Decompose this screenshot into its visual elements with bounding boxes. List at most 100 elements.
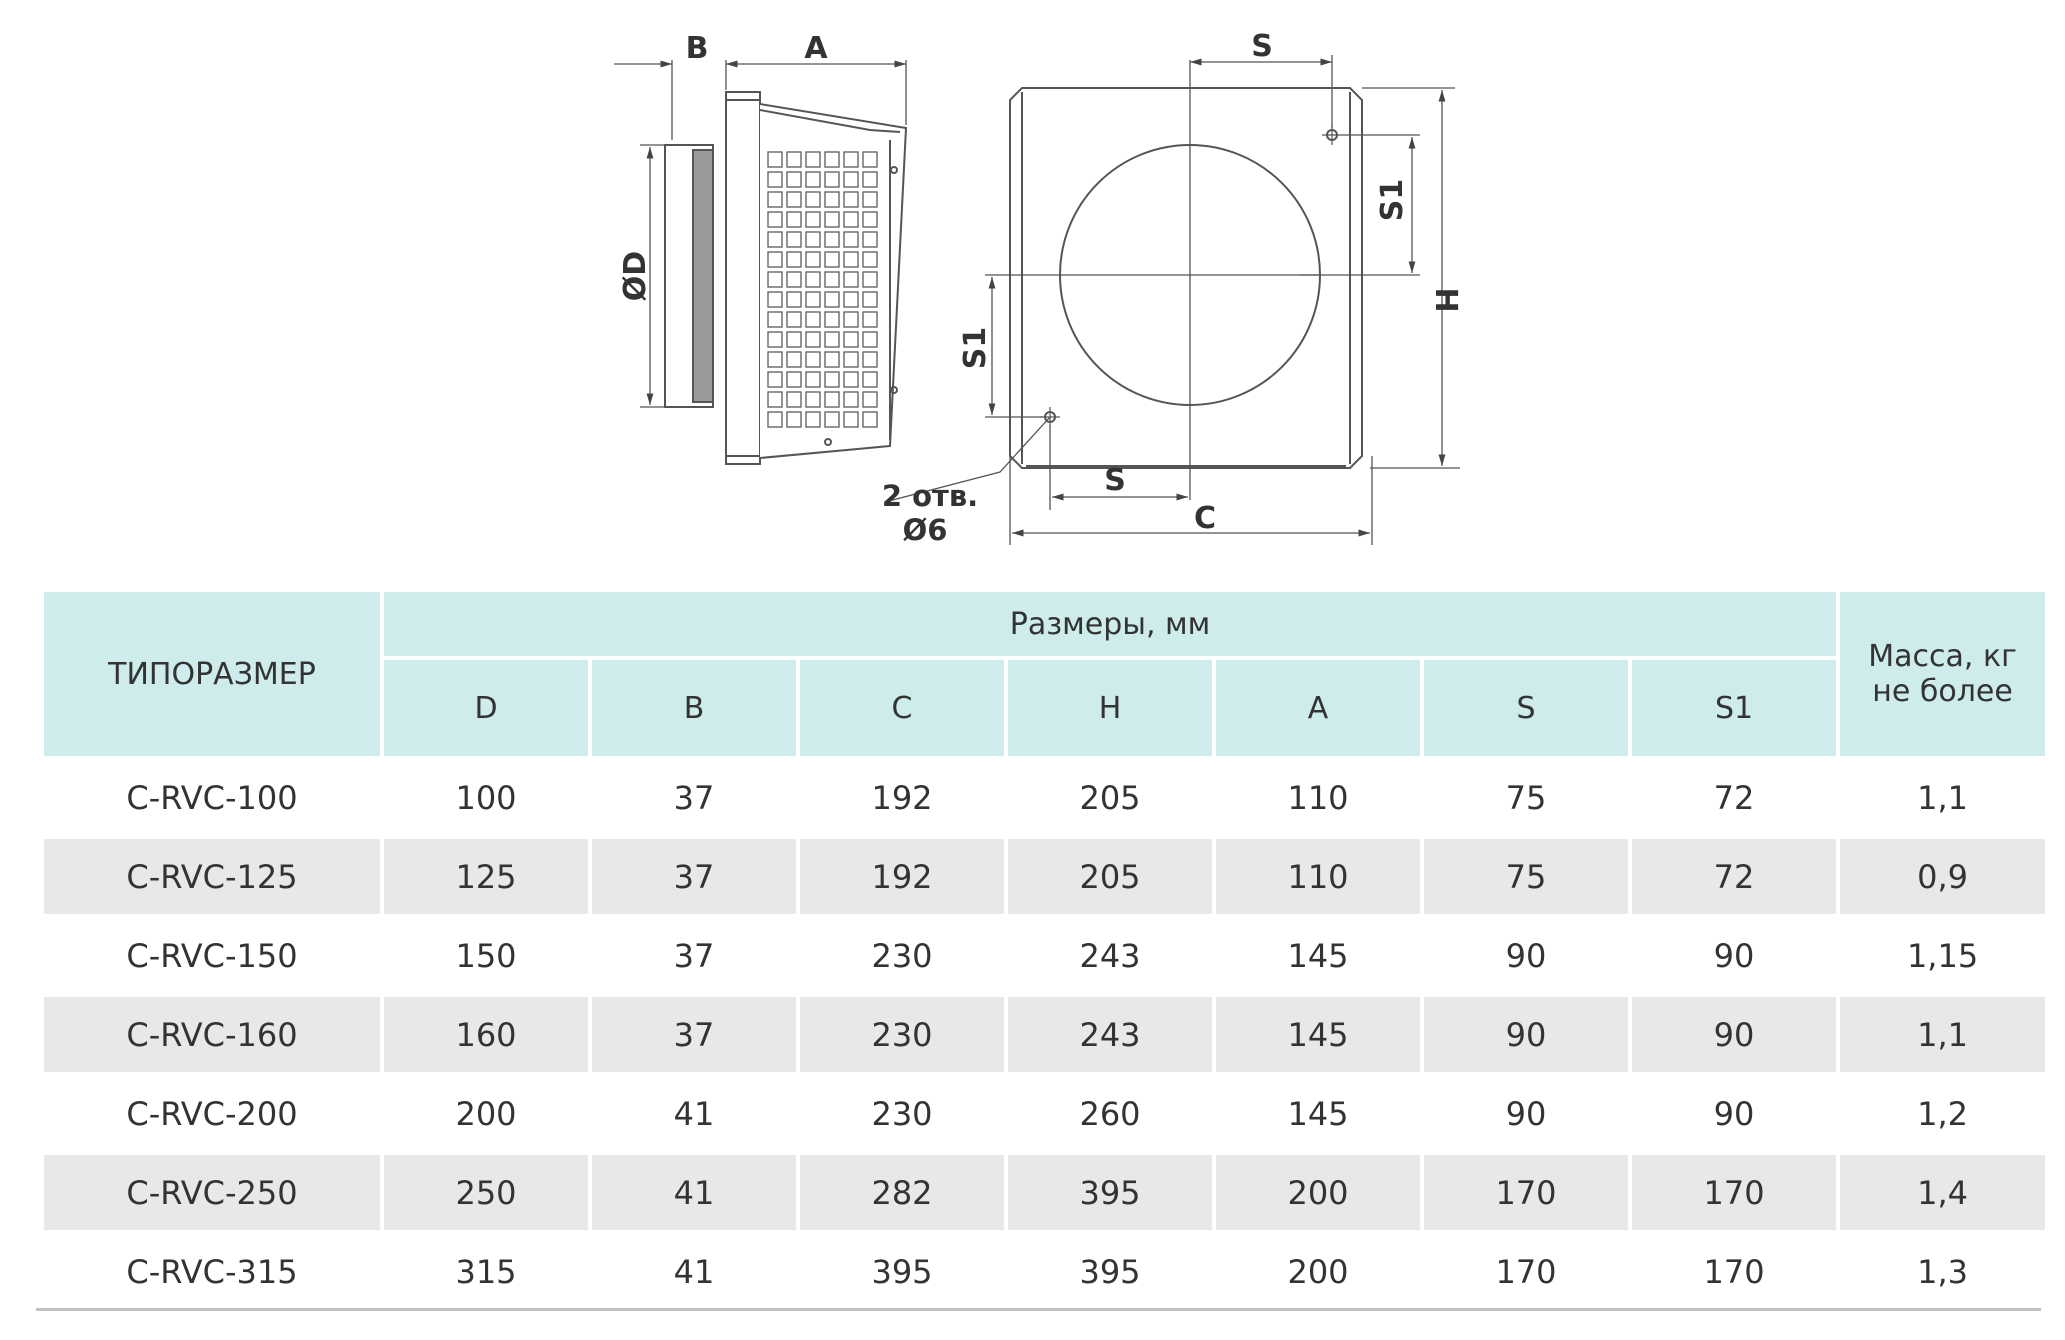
grille-cell [843,251,859,268]
cell-s1: 170 [1632,1155,1837,1230]
cell-d: 250 [384,1155,588,1230]
front-view [985,60,1363,500]
cell-s: 90 [1424,997,1628,1072]
cell-a: 200 [1287,1252,1349,1291]
header-mass-line2: не более [1872,674,2013,709]
grille-cell [767,151,783,168]
grille-cell [862,311,878,328]
technical-drawing: B A ØD S S1 H S1 S C 2 отв. Ø6 [614,29,1463,547]
grille-cell [767,191,783,208]
dimension-labels: B A ØD S S1 H S1 S C 2 отв. Ø6 [618,29,1463,547]
cell-c: 282 [800,1155,1004,1230]
grille-cell [786,331,802,348]
grille-cell [843,351,859,368]
cell-s1: 90 [1713,936,1755,975]
label-s1-right: S1 [1375,179,1410,221]
header-col-d: D [384,660,588,756]
cell-mass: 1,1 [1840,997,2046,1072]
grille-cell [805,411,821,428]
grille-cell [805,151,821,168]
grille-cell [843,151,859,168]
header-model: ТИПОРАЗМЕР [44,592,380,756]
label-a: A [804,31,828,66]
front-dimensions [884,55,1460,545]
cell-mass: 1,1 [1917,778,1968,817]
grille-cell [843,391,859,408]
cell-b: 41 [673,1252,715,1291]
cell-c: 395 [871,1252,933,1291]
cell-mass: 0,9 [1840,839,2046,914]
header-col-c: C [800,660,1004,756]
cell-a: 110 [1216,839,1420,914]
grille-cell [786,291,802,308]
cell-s1: 90 [1713,1094,1755,1133]
cell-a: 145 [1287,936,1349,975]
grille-cell [862,411,878,428]
grille-cell [805,311,821,328]
grille-cell [862,291,878,308]
cell-c: 230 [871,936,933,975]
cell-s: 90 [1505,1094,1547,1133]
grille-cell [786,171,802,188]
header-col-b: B [592,660,796,756]
side-dimensions [614,60,907,408]
grille-cell [786,391,802,408]
grille-cell [862,171,878,188]
cell-h: 395 [1079,1252,1141,1291]
cell-s: 170 [1424,1155,1628,1230]
cell-d: 125 [384,839,588,914]
cell-d: 100 [455,778,517,817]
grille-cell [805,351,821,368]
grille-cell [805,171,821,188]
grille-cell [862,371,878,388]
grille-cell [767,251,783,268]
header-col-s: S [1424,660,1628,756]
cell-a: 200 [1216,1155,1420,1230]
label-holes-count: 2 отв. [882,479,978,513]
grille-cell [862,211,878,228]
cell-b: 41 [673,1094,715,1133]
grille-cell [786,371,802,388]
grille-cell [862,351,878,368]
spec-table: ТИПОРАЗМЕР Размеры, мм Масса, кг не боле… [40,588,2049,1313]
grille-cell [767,311,783,328]
grille-cell [862,191,878,208]
grille-cell [843,271,859,288]
grille-cell [824,411,840,428]
grille-cell [786,251,802,268]
cell-model: C-RVC-200 [126,1094,298,1133]
grille-cell [805,191,821,208]
grille-cell [843,231,859,248]
cell-s1: 72 [1632,839,1837,914]
cell-b: 37 [673,778,715,817]
header-mass-line1: Масса, кг [1868,639,2017,674]
label-s-bottom: S [1104,463,1126,498]
label-s-top: S [1251,29,1273,64]
grille-cell [824,231,840,248]
cell-h: 395 [1008,1155,1212,1230]
side-view [664,91,908,465]
grille-cell [786,351,802,368]
grille-cell [862,331,878,348]
grille-cell [862,151,878,168]
cell-h: 243 [1079,936,1141,975]
grille-cell [862,271,878,288]
cell-h: 205 [1079,778,1141,817]
cell-s1: 72 [1713,778,1755,817]
grille-cell [786,411,802,428]
grille [767,151,878,428]
grille-cell [824,171,840,188]
cell-d: 160 [384,997,588,1072]
cell-c: 230 [800,997,1004,1072]
cell-mass: 1,15 [1906,936,1979,975]
grille-cell [786,151,802,168]
cell-c: 192 [871,778,933,817]
grille-cell [805,331,821,348]
grille-cell [767,371,783,388]
cell-c: 192 [800,839,1004,914]
